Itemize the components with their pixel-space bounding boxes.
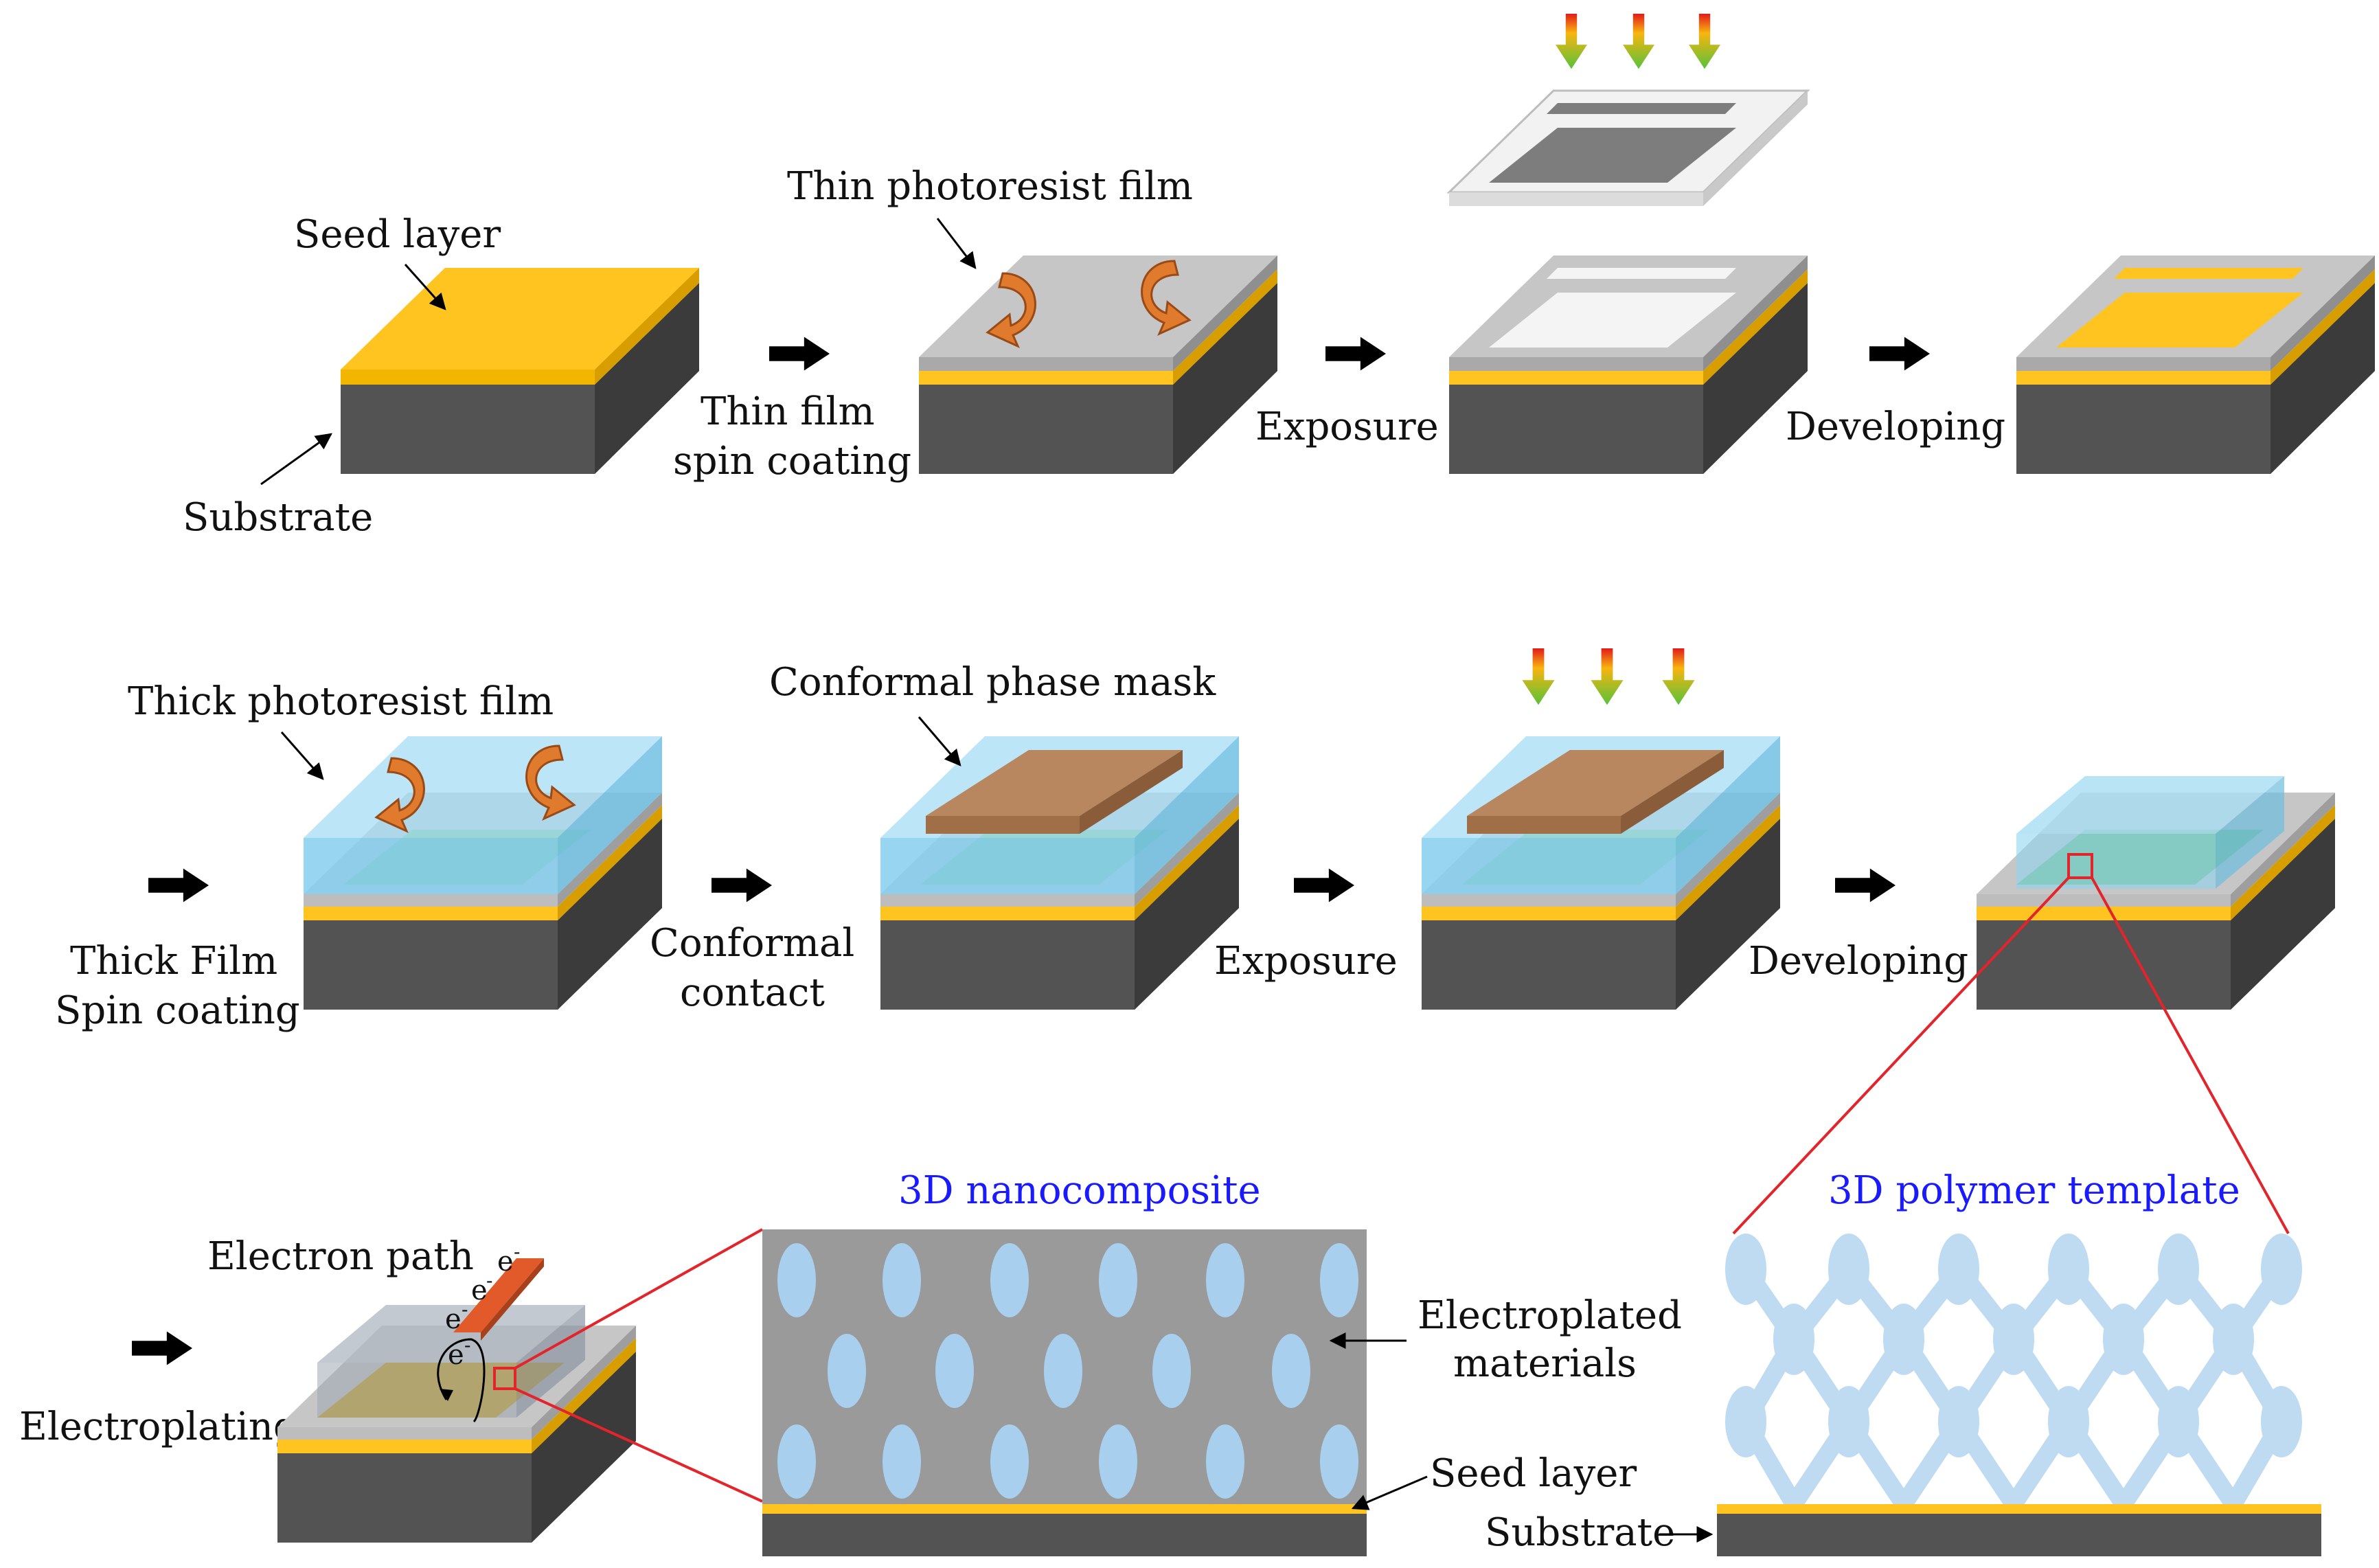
flow-arrow-8 [132, 1331, 192, 1365]
electron-symbol: e [445, 1304, 462, 1335]
electron-charge: - [464, 1334, 470, 1356]
electroplated-label-1: Electroplated [1418, 1293, 1682, 1338]
electron-symbol: e [497, 1246, 514, 1277]
uv-light-icon [1556, 14, 1587, 69]
thin-film-spin-label-1: Thin film [701, 389, 875, 434]
step5-thick-resist-block [304, 736, 662, 1010]
exposure-label-1: Exposure [1255, 405, 1439, 449]
step6-phase-mask-block [880, 736, 1239, 1010]
seed-layer-label: Seed layer [294, 212, 501, 257]
flow-arrow-4 [148, 868, 209, 902]
electron-charge: - [486, 1269, 492, 1292]
flow-arrow-7 [1835, 868, 1896, 902]
flow-arrow-1 [769, 337, 830, 371]
developing-label-2: Developing [1749, 939, 1968, 984]
template-seed-layer [1717, 1504, 2321, 1514]
thick-film-spin-label-1: Thick Film [70, 939, 277, 984]
uv-light-icon [1522, 648, 1555, 705]
electron-charge: - [462, 1298, 468, 1321]
phase-mask-label: Conformal phase mask [769, 660, 1216, 705]
substrate-label-2: Substrate [1485, 1510, 1675, 1555]
electron-symbol: e [471, 1275, 488, 1306]
thick-photoresist-label: Thick photoresist film [128, 679, 554, 724]
flow-arrow-6 [1294, 868, 1354, 902]
electroplated-label-2: materials [1453, 1341, 1637, 1386]
uv-light-icon [1662, 648, 1695, 705]
step7-exposure-block [1422, 736, 1780, 1010]
nanocomposite-title: 3D nanocomposite [898, 1168, 1261, 1213]
polymer-template-panel [1725, 1234, 2302, 1521]
conformal-contact-label-1: Conformal [650, 921, 854, 966]
polymer-template-title: 3D polymer template [1828, 1168, 2240, 1213]
electroplating-label: Electroplating [19, 1405, 298, 1449]
zoom-box-nanocomposite [493, 1367, 516, 1390]
thin-photoresist-label: Thin photoresist film [787, 164, 1193, 209]
seed-layer-label-2: Seed layer [1430, 1451, 1637, 1496]
conformal-contact-label-2: contact [680, 970, 825, 1015]
thin-film-spin-label-2: spin coating [673, 439, 911, 484]
step3-exposed-block [1449, 255, 1808, 474]
developing-label-1: Developing [1786, 405, 2005, 449]
substrate-label: Substrate [183, 495, 373, 540]
template-substrate [1717, 1514, 2321, 1556]
step2-thin-resist-block [919, 255, 1277, 474]
uv-light-icon [1623, 14, 1654, 69]
flow-arrow-5 [712, 868, 772, 902]
electron-charge: - [514, 1240, 520, 1263]
electron-symbol: e [448, 1339, 464, 1371]
step4-developed-block [2016, 255, 2375, 474]
zoom-box-template [2067, 853, 2093, 879]
uv-light-icon [1591, 648, 1624, 705]
step8-template-block [1977, 776, 2335, 1010]
nanocomposite-panel [762, 1229, 1367, 1556]
step1-substrate-block [341, 268, 699, 474]
thick-film-spin-label-2: Spin coating [55, 988, 300, 1033]
flow-arrow-3 [1869, 337, 1930, 371]
uv-light-icon [1689, 14, 1720, 69]
exposure-label-2: Exposure [1214, 939, 1398, 984]
flow-arrow-2 [1325, 337, 1386, 371]
photomask [1446, 89, 1810, 206]
step9-electroplating-block [277, 1258, 636, 1543]
electron-path-label: Electron path [207, 1234, 474, 1279]
